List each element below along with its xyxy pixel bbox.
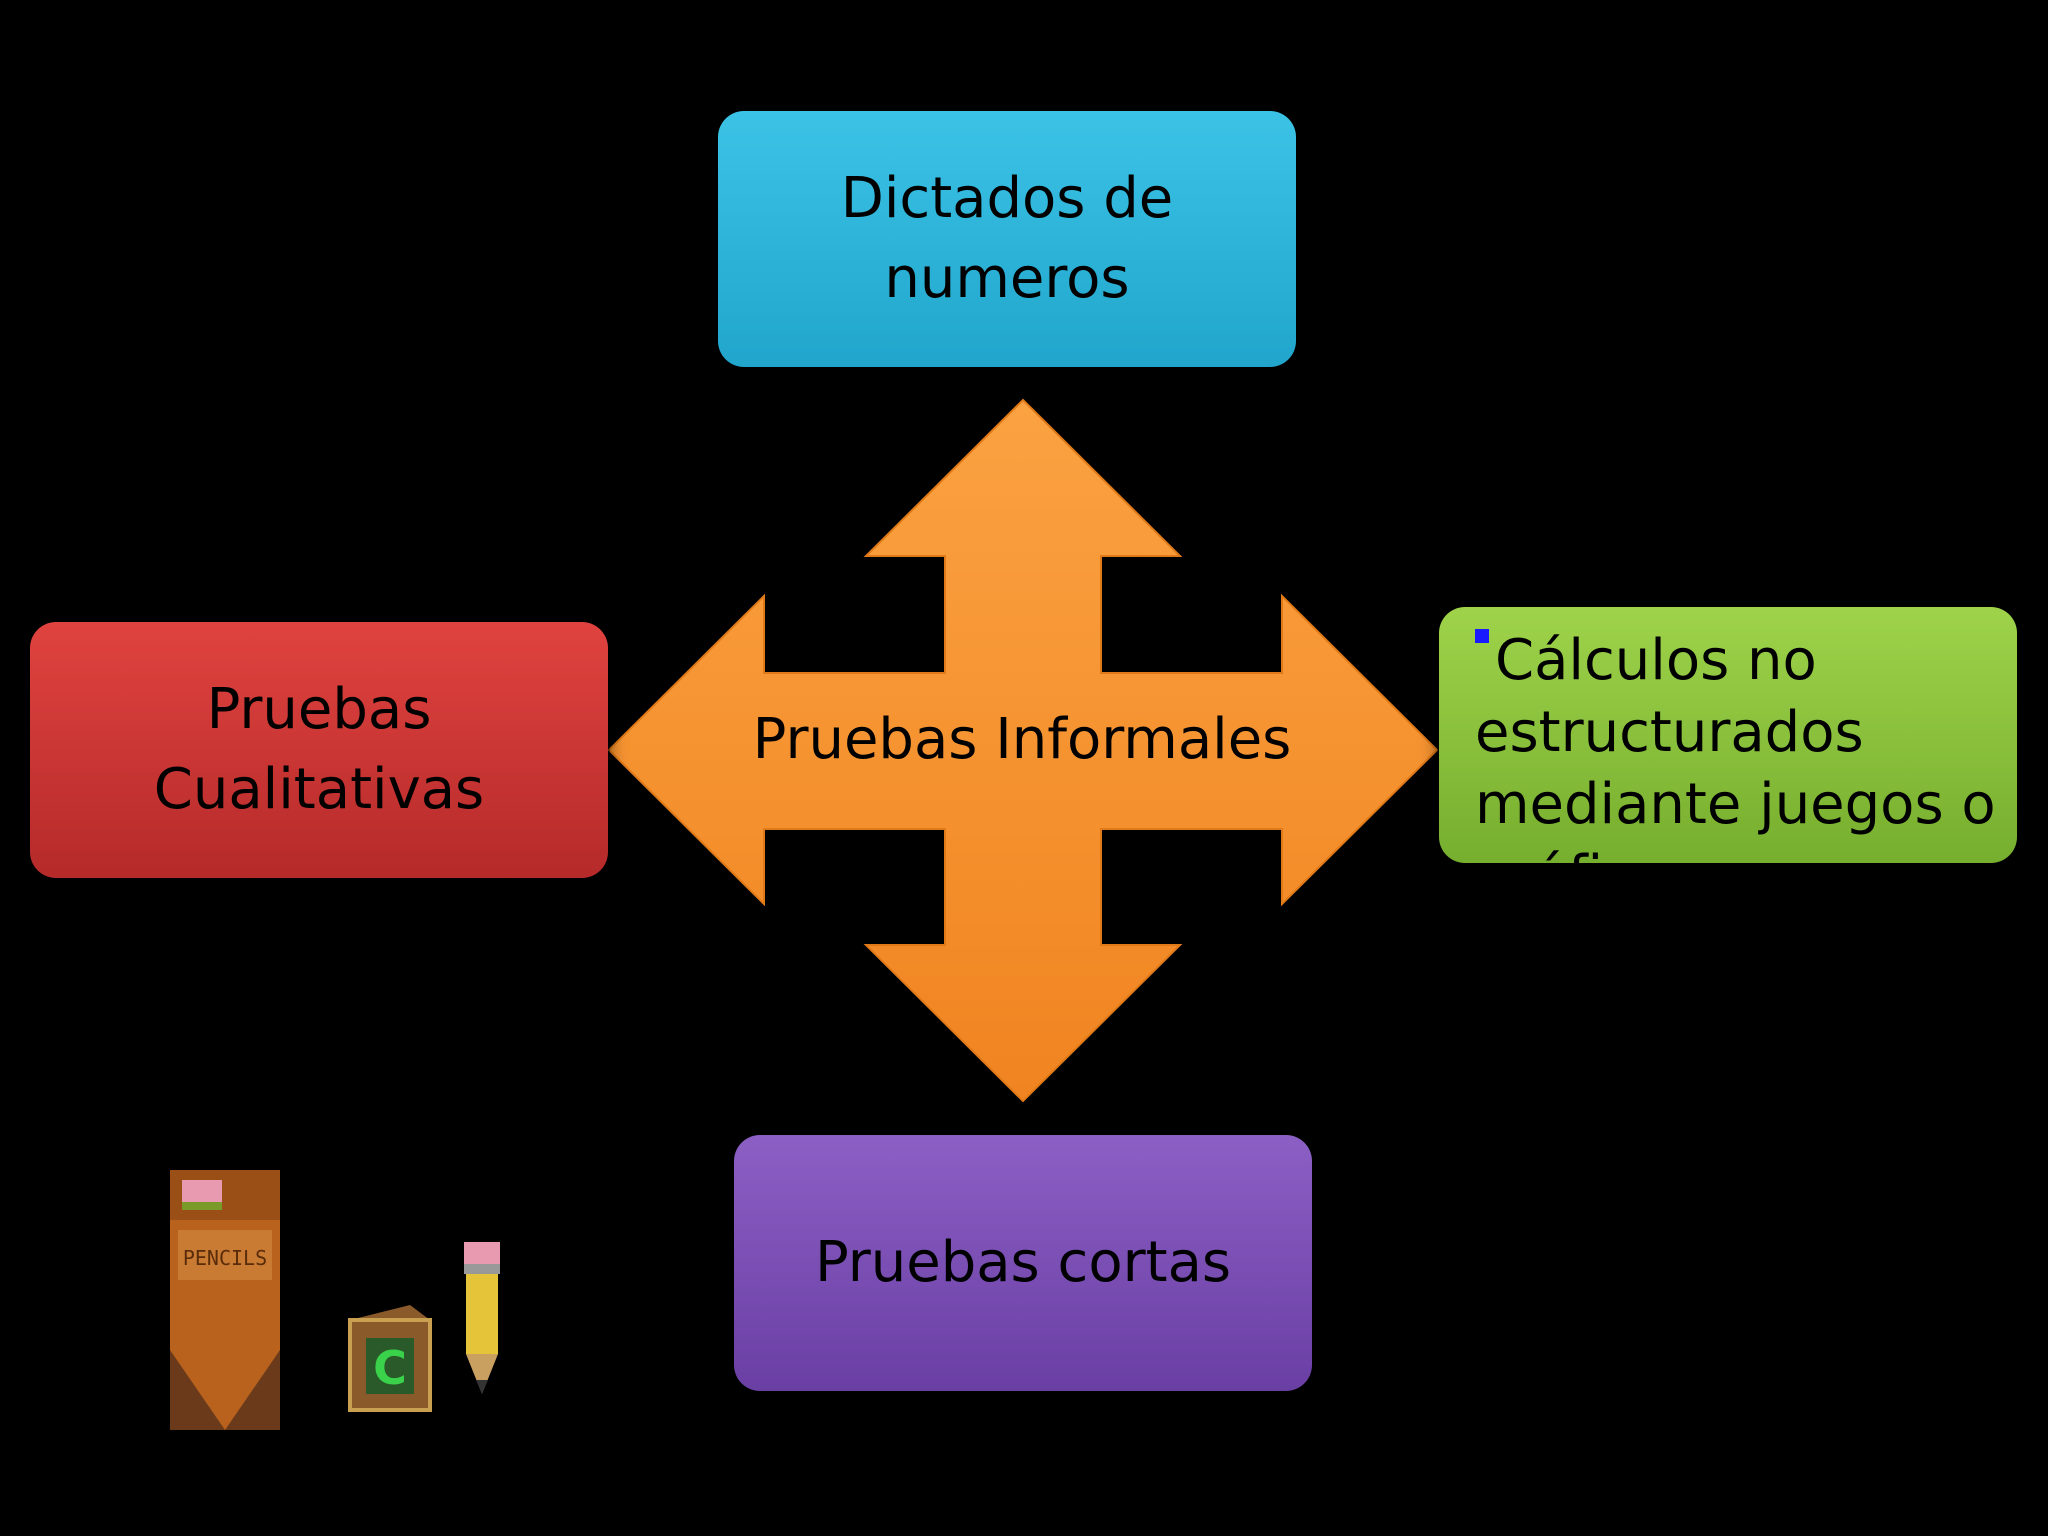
bullet-icon [1475,629,1489,643]
top-box-label: Dictados de numeros [840,166,1174,311]
arrow-shape [607,398,1439,1103]
bottom-box: Pruebas cortas [734,1135,1312,1391]
pencil-icon [464,1242,500,1394]
right-box: Cálculos no estructurados mediante juego… [1439,607,2017,863]
school-supplies-clipart: PENCILS C [170,1170,500,1430]
left-box: Pruebas Cualitativas [30,622,608,878]
left-box-label: Pruebas Cualitativas [153,677,485,822]
bottom-box-label: Pruebas cortas [814,1230,1232,1295]
pencils-box-lettering: PENCILS [183,1246,267,1270]
center-label: Pruebas Informales [752,707,1292,772]
top-box: Dictados de numeros [718,111,1296,367]
pencils-box-icon: PENCILS [170,1170,280,1430]
right-box-label: Cálculos no estructurados mediante juego… [1475,628,1996,863]
block-letter: C [373,1341,407,1395]
letter-block-icon: C [348,1305,432,1412]
